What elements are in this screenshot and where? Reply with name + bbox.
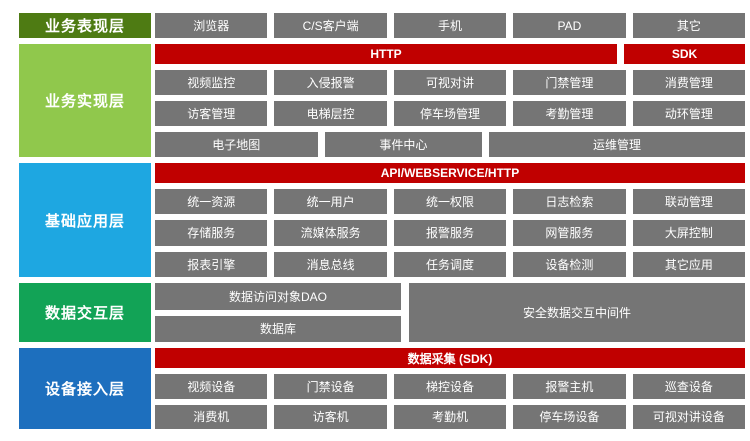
module-box: 可视对讲设备: [632, 404, 746, 429]
module-box: 大屏控制: [632, 220, 746, 246]
protocol-bar: 数据采集 (SDK): [155, 348, 745, 368]
layer-row: 视频监控入侵报警可视对讲门禁管理消费管理: [155, 70, 746, 95]
module-box: 流媒体服务: [274, 220, 387, 246]
layer-device-access: 设备接入层数据采集 (SDK)视频设备门禁设备梯控设备报警主机巡查设备消费机访客…: [19, 348, 746, 429]
layer-row: 数据采集 (SDK): [155, 348, 745, 368]
module-box: 安全数据交互中间件: [409, 283, 745, 342]
module-box: 其它: [632, 13, 746, 38]
layer-label-data-interaction: 数据交互层: [19, 283, 151, 342]
layer-row: 存储服务流媒体服务报警服务网管服务大屏控制: [155, 220, 746, 246]
module-box: 入侵报警: [274, 70, 387, 95]
module-box: 门禁设备: [274, 374, 387, 399]
layer-row: 统一资源统一用户统一权限日志检索联动管理: [155, 189, 746, 215]
module-box: 消费机: [155, 404, 268, 429]
module-box: 浏览器: [155, 13, 268, 38]
module-box: 视频设备: [155, 374, 268, 399]
module-box: PAD: [513, 13, 626, 38]
protocol-bar: HTTP: [155, 44, 618, 64]
module-box: 统一权限: [393, 189, 507, 215]
module-box: 存储服务: [155, 220, 268, 246]
module-box: 网管服务: [513, 220, 626, 246]
module-box: 视频监控: [155, 70, 268, 95]
protocol-bar: SDK: [624, 44, 745, 64]
split-left-column: 数据访问对象DAO 数据库: [155, 283, 402, 342]
layer-rows-device-access: 数据采集 (SDK)视频设备门禁设备梯控设备报警主机巡查设备消费机访客机考勤机停…: [155, 348, 746, 429]
module-box: 停车场设备: [513, 404, 626, 429]
module-box: 事件中心: [324, 132, 483, 157]
module-box: 统一用户: [274, 189, 387, 215]
module-box: 报警服务: [393, 220, 507, 246]
layer-row: API/WEBSERVICE/HTTP: [155, 163, 745, 183]
layer-label-business-impl: 业务实现层: [19, 44, 151, 157]
module-box: 访客管理: [155, 101, 268, 126]
module-box: 动环管理: [632, 101, 746, 126]
module-box: 门禁管理: [513, 70, 626, 95]
module-box: 停车场管理: [393, 101, 507, 126]
layer-rows-data-interaction: 数据访问对象DAO 数据库安全数据交互中间件: [155, 283, 745, 342]
module-box: 运维管理: [489, 132, 745, 157]
module-box: 统一资源: [155, 189, 268, 215]
module-box: 联动管理: [632, 189, 746, 215]
module-box: 其它应用: [632, 251, 746, 277]
module-box: 消费管理: [632, 70, 746, 95]
module-box: 任务调度: [393, 251, 507, 277]
module-box: 消息总线: [274, 251, 387, 277]
module-box: 报警主机: [513, 374, 626, 399]
module-box: 巡查设备: [632, 374, 746, 399]
layer-row: 视频设备门禁设备梯控设备报警主机巡查设备: [155, 374, 746, 399]
module-box: 数据访问对象DAO: [155, 283, 402, 310]
protocol-bar: API/WEBSERVICE/HTTP: [155, 163, 745, 183]
layer-data-interaction: 数据交互层数据访问对象DAO 数据库安全数据交互中间件: [19, 283, 745, 342]
module-box: 数据库: [155, 315, 402, 342]
layer-label-base-application: 基础应用层: [19, 163, 151, 277]
layer-label-presentation: 业务表现层: [19, 13, 151, 38]
module-box: 设备检测: [513, 251, 626, 277]
module-box: 日志检索: [513, 189, 626, 215]
layer-row: 访客管理电梯层控停车场管理考勤管理动环管理: [155, 101, 746, 126]
layer-row: 消费机访客机考勤机停车场设备可视对讲设备: [155, 404, 746, 429]
module-box: 电子地图: [155, 132, 318, 157]
layer-row: 电子地图事件中心运维管理: [155, 132, 745, 157]
layer-row: HTTP SDK: [155, 44, 745, 64]
module-box: 访客机: [274, 404, 387, 429]
module-box: 考勤管理: [513, 101, 626, 126]
module-box: 电梯层控: [274, 101, 387, 126]
module-box: 考勤机: [393, 404, 507, 429]
module-box: 梯控设备: [393, 374, 507, 399]
module-box: 报表引擎: [155, 251, 268, 277]
layer-label-device-access: 设备接入层: [19, 348, 151, 429]
module-box: 手机: [393, 13, 507, 38]
module-box: C/S客户端: [274, 13, 387, 38]
layer-row: 报表引擎消息总线任务调度设备检测其它应用: [155, 251, 746, 277]
module-box: 可视对讲: [393, 70, 507, 95]
